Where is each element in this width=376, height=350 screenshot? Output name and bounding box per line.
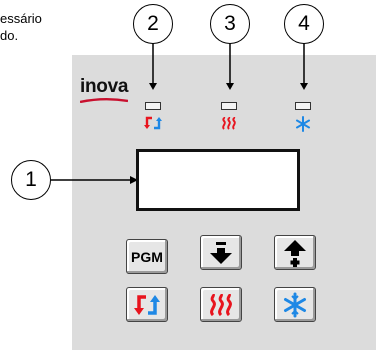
cycle-button[interactable]: [126, 287, 168, 322]
pgm-button[interactable]: PGM: [126, 239, 168, 274]
logo-swoosh-icon: [80, 98, 128, 103]
pgm-button-label: PGM: [131, 248, 163, 265]
led-indicator-cycle: [145, 102, 161, 110]
up-button[interactable]: [274, 235, 316, 270]
callout-3: 3: [210, 4, 250, 44]
brand-logo: inova: [80, 76, 129, 97]
down-arrow-minus-icon: [210, 241, 232, 264]
heat-waves-icon: [210, 293, 232, 316]
snowflake-icon: [296, 116, 310, 132]
heat-waves-icon: [222, 117, 236, 130]
callout-4: 4: [284, 4, 324, 44]
callout-2: 2: [133, 4, 173, 44]
caption-text: essário do.: [0, 11, 42, 43]
heat-button[interactable]: [200, 287, 242, 322]
cool-button[interactable]: [274, 287, 316, 322]
led-indicator-heat: [221, 102, 237, 110]
callout-1: 1: [11, 160, 51, 200]
snowflake-icon: [284, 292, 306, 317]
led-indicator-cool: [295, 102, 311, 110]
down-button[interactable]: [200, 235, 242, 270]
swap-arrows-icon: [144, 116, 162, 130]
up-arrow-plus-icon: [284, 239, 306, 267]
lcd-display: [136, 149, 300, 211]
swap-arrows-icon: [134, 294, 160, 315]
